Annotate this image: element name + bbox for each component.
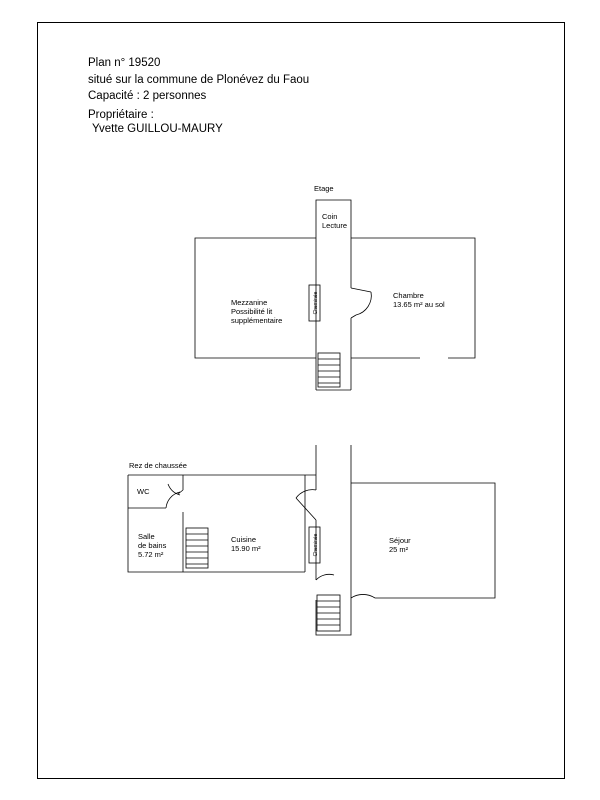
- ground-door-swings: [165, 483, 376, 599]
- reading-corner-line1: Coin: [322, 212, 338, 221]
- upper-floor-title: Etage: [314, 184, 334, 193]
- upper-door-swing: [350, 287, 372, 319]
- ground-chimney-box: [308, 526, 321, 564]
- mezzanine-label: Mezzanine: [231, 298, 268, 307]
- living-room-area: 25 m²: [389, 545, 409, 554]
- reading-corner-line2: Lecture: [322, 221, 348, 230]
- bathroom-label: Salle: [138, 532, 155, 541]
- bathroom-line2: de bains: [138, 541, 167, 550]
- plan-number: Plan n° 19520: [88, 57, 161, 69]
- kitchen-label: Cuisine: [231, 535, 257, 544]
- mezzanine-line2: Possibilité lit: [231, 307, 273, 316]
- owner-name: Yvette GUILLOU-MAURY: [92, 123, 223, 135]
- kitchen-stairs: [185, 527, 209, 569]
- bedroom-label: Chambre: [393, 291, 424, 300]
- ground-floor-walls: [127, 445, 496, 636]
- upper-floor-walls: [194, 199, 476, 391]
- ground-chimney-label: Cheminée: [313, 533, 319, 556]
- plan-sheet-border: [37, 22, 565, 779]
- living-room-label: Séjour: [389, 536, 411, 545]
- bathroom-area: 5.72 m²: [138, 550, 164, 559]
- plan-capacity: Capacité : 2 personnes: [88, 90, 207, 102]
- plan-location: situé sur la commune de Plonévez du Faou: [88, 74, 310, 86]
- mezzanine-line3: supplémentaire: [231, 316, 283, 325]
- ground-stairs: [316, 594, 341, 632]
- wc-label: WC: [137, 487, 150, 496]
- upper-stairs: [317, 352, 341, 388]
- kitchen-area: 15.90 m²: [231, 544, 261, 553]
- upper-chimney-box: [308, 284, 321, 322]
- owner-label: Propriétaire :: [88, 109, 154, 121]
- bedroom-area: 13.65 m² au sol: [393, 300, 445, 309]
- upper-chimney-label: Cheminée: [313, 291, 319, 314]
- ground-floor-title: Rez de chaussée: [129, 461, 187, 470]
